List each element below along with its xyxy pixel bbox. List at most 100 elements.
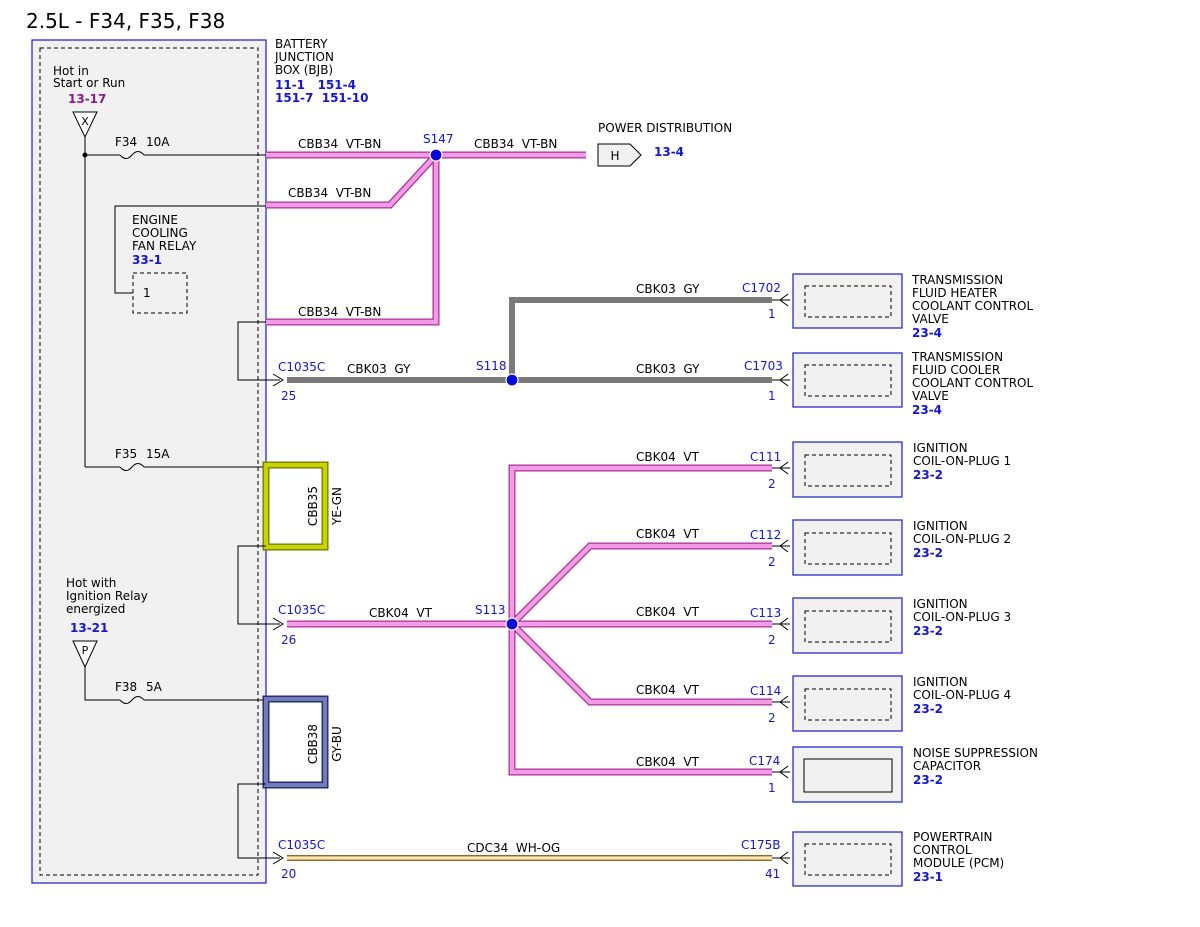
- start-run-ref: 13-17: [68, 92, 106, 106]
- f34-rating: 10A: [146, 135, 170, 149]
- c1702-label-1: TRANSMISSION: [911, 273, 1003, 287]
- c112-pin: 2: [768, 555, 776, 569]
- cbb38-loop: [262, 695, 329, 789]
- splice-s118-label: S118: [476, 359, 507, 373]
- component-c112: [772, 519, 903, 576]
- ign-relay-label-3: energized: [66, 602, 125, 616]
- fan-relay-label-3: FAN RELAY: [132, 239, 197, 253]
- ign-relay-label-1: Hot with: [66, 576, 116, 590]
- f38-wire: [84, 667, 266, 701]
- start-run-symbol: X: [81, 115, 89, 128]
- c114-label-1: IGNITION: [913, 675, 968, 689]
- c175b-ref: 23-1: [913, 870, 943, 884]
- cbb34-harness: [266, 151, 586, 326]
- cbb34-label-2: CBB34 VT-BN: [474, 137, 557, 151]
- splice-s147-label: S147: [423, 132, 454, 146]
- fan-relay-ref: 33-1: [132, 253, 162, 267]
- splice-s113: [505, 617, 519, 631]
- component-c114: [772, 675, 903, 732]
- c1703-name: C1703: [744, 359, 783, 373]
- cbk04-label-2: CBK04 VT: [636, 450, 700, 464]
- c174-label-2: CAPACITOR: [913, 759, 981, 773]
- c111-ref: 23-2: [913, 468, 943, 482]
- c1035c-25-arrow-icon: [272, 373, 284, 387]
- c174-label-1: NOISE SUPPRESSION: [913, 746, 1038, 760]
- c1703-label-4: VALVE: [912, 389, 949, 403]
- c1035c-26-name: C1035C: [278, 603, 325, 617]
- c1702-pin: 1: [768, 307, 776, 321]
- cbb35-color: YE-GN: [330, 487, 344, 526]
- c1702-label-4: VALVE: [912, 312, 949, 326]
- f34-name: F34: [115, 135, 137, 149]
- cbb38-code: CBB38: [306, 724, 320, 764]
- cbk03-label-2: CBK03 GY: [636, 282, 700, 296]
- c1035c-26-arrow-icon: [272, 617, 284, 631]
- c1035c-26-jumper: [237, 545, 280, 625]
- c111-name: C111: [750, 450, 781, 464]
- bjb-box: [31, 39, 267, 884]
- component-c113: [772, 597, 903, 654]
- c1035c-20-arrow-icon: [272, 851, 284, 865]
- ign-relay-label-2: Ignition Relay: [66, 589, 148, 603]
- c1703-label-1: TRANSMISSION: [911, 350, 1003, 364]
- c1035c-20-pin: 20: [281, 867, 296, 881]
- cbb38-color: GY-BU: [330, 726, 344, 762]
- f38-name: F38: [115, 680, 137, 694]
- start-run-label-2: Start or Run: [53, 76, 125, 90]
- c112-name: C112: [750, 528, 781, 542]
- c1703-label-2: FLUID COOLER: [912, 363, 1000, 377]
- cbb34-label-1: CBB34 VT-BN: [298, 137, 381, 151]
- c114-name: C114: [750, 684, 781, 698]
- c1702-ref: 23-4: [912, 326, 942, 340]
- fan-relay-label-1: ENGINE: [132, 213, 178, 227]
- power-distribution-connector-icon: [597, 143, 642, 167]
- c114-ref: 23-2: [913, 702, 943, 716]
- component-c175b: [772, 831, 903, 887]
- cbk04-label-4: CBK04 VT: [636, 605, 700, 619]
- cbk04-label-1: CBK04 VT: [369, 606, 433, 620]
- cbk04-label-5: CBK04 VT: [636, 683, 700, 697]
- c113-name: C113: [750, 606, 781, 620]
- c175b-label-1: POWERTRAIN: [913, 830, 993, 844]
- c114-pin: 2: [768, 711, 776, 725]
- c175b-pin: 41: [765, 867, 780, 881]
- c113-label-1: IGNITION: [913, 597, 968, 611]
- bjb-label-line-1: BATTERY: [275, 37, 328, 51]
- cbk04-harness: [287, 464, 772, 776]
- cbk03-label-1: CBK03 GY: [347, 362, 411, 376]
- c1035c-26-pin: 26: [281, 633, 296, 647]
- c112-label-2: COIL-ON-PLUG 2: [913, 532, 1011, 546]
- bjb-refs-1: 11-1 151-4: [275, 78, 356, 92]
- power-source-p-icon: [72, 640, 98, 669]
- f35-fuse-icon: [119, 463, 145, 471]
- c1703-label-3: COOLANT CONTROL: [912, 376, 1033, 390]
- start-run-label-1: Hot in: [53, 64, 89, 78]
- component-c174: [772, 746, 903, 803]
- c111-label-2: COIL-ON-PLUG 1: [913, 454, 1011, 468]
- c1703-pin: 1: [768, 389, 776, 403]
- cbb34-label-3: CBB34 VT-BN: [288, 186, 371, 200]
- cbk03-harness: [287, 297, 772, 383]
- c111-pin: 2: [768, 477, 776, 491]
- f38-rating: 5A: [146, 680, 163, 694]
- c175b-name: C175B: [741, 838, 781, 852]
- c112-ref: 23-2: [913, 546, 943, 560]
- c175b-label-3: MODULE (PCM): [913, 856, 1004, 870]
- splice-s118: [505, 373, 519, 387]
- cdc34-label: CDC34 WH-OG: [467, 841, 560, 855]
- bjb-label-line-2: JUNCTION: [274, 50, 334, 64]
- bjb-label-line-3: BOX (BJB): [275, 63, 333, 77]
- c113-label-2: COIL-ON-PLUG 3: [913, 610, 1011, 624]
- c1035c-25-name: C1035C: [278, 360, 325, 374]
- c1702-label-3: COOLANT CONTROL: [912, 299, 1033, 313]
- component-c111: [772, 441, 903, 498]
- c113-pin: 2: [768, 633, 776, 647]
- c174-ref: 23-2: [913, 773, 943, 787]
- splice-s147: [429, 148, 443, 162]
- ign-relay-symbol: P: [82, 644, 89, 657]
- cbb35-loop: [262, 461, 329, 551]
- component-c1703: [772, 352, 903, 408]
- power-distribution-label: POWER DISTRIBUTION: [598, 121, 732, 135]
- page-title: 2.5L - F34, F35, F38: [26, 9, 225, 33]
